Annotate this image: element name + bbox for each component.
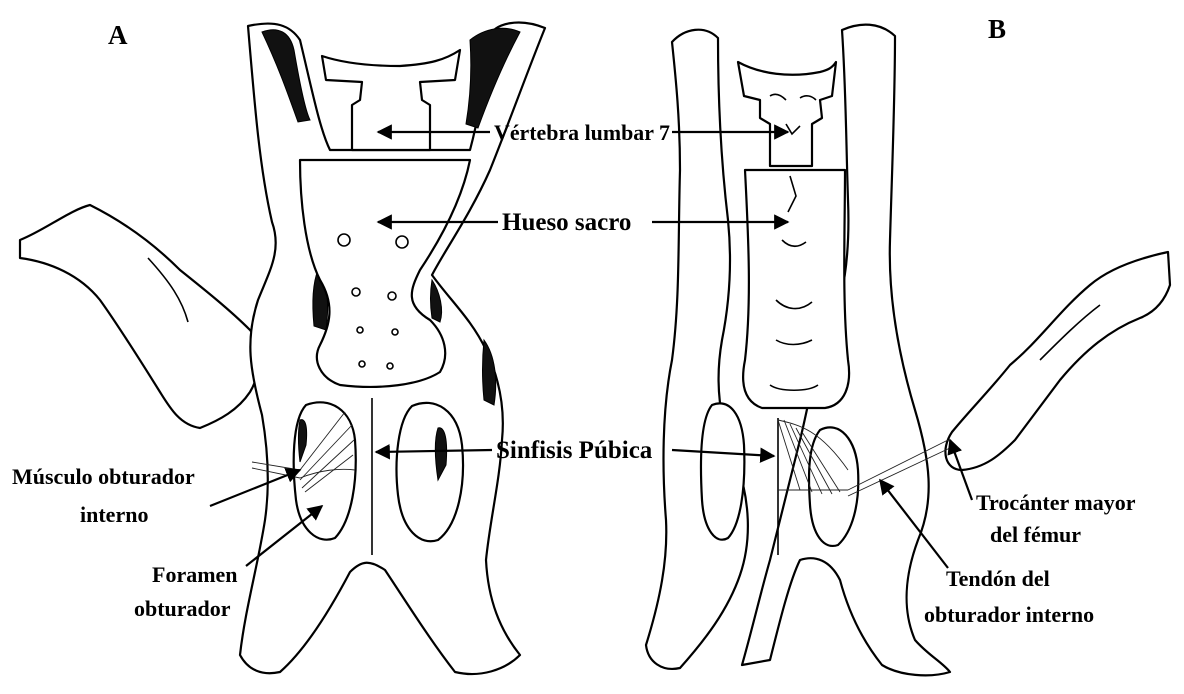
sacrum-b (743, 170, 849, 408)
label-trocanter-1: Trocánter mayor (976, 490, 1136, 515)
label-foramen-2: obturador (134, 596, 231, 621)
label-vertebra: Vértebra lumbar 7 (494, 120, 670, 145)
label-musculo-2: interno (80, 502, 148, 527)
panel-label-b: B (988, 14, 1006, 44)
foramen-left-b (701, 403, 744, 539)
vertebra-l7-b (738, 62, 836, 166)
pelvis-b (646, 25, 1170, 676)
femur-left-a (20, 205, 259, 428)
label-musculo-1: Músculo obturador (12, 464, 195, 489)
label-foramen-1: Foramen (152, 562, 238, 587)
femur-right-b (945, 252, 1170, 470)
label-sinfisis: Sinfisis Púbica (496, 437, 653, 464)
pelvis-a (20, 23, 545, 674)
vertebra-l7-a (322, 50, 460, 150)
label-sacro: Hueso sacro (502, 209, 631, 236)
label-tendon-1: Tendón del (946, 566, 1050, 591)
sacrum-a (300, 160, 470, 387)
label-trocanter-2: del fémur (990, 522, 1081, 547)
label-tendon-2: obturador interno (924, 602, 1094, 627)
panel-label-a: A (108, 20, 128, 50)
foramen-right-a (397, 403, 463, 541)
